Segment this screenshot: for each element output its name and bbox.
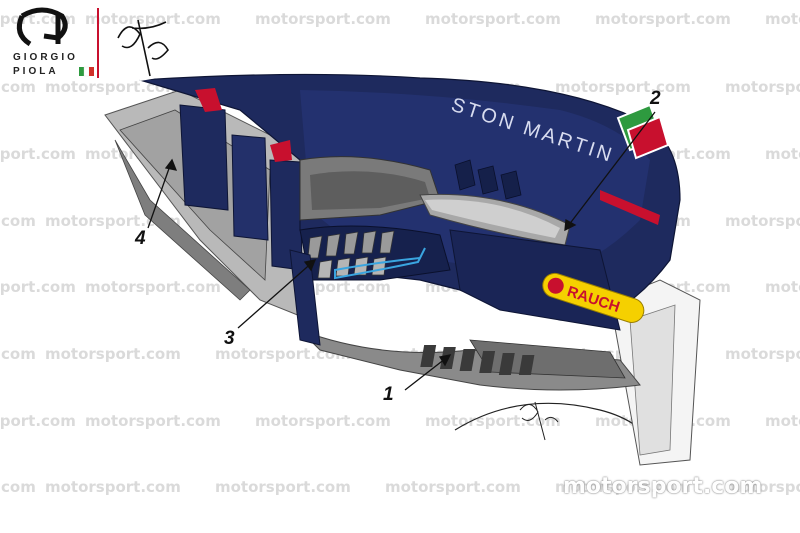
signature-logo	[117, 19, 169, 77]
signature-small	[519, 401, 559, 441]
sponsor-badge: RAUCH	[542, 272, 645, 323]
watermark-text: motorsport.com	[215, 345, 351, 363]
watermark-text: motorsport.com	[725, 345, 800, 363]
watermark-text: motorsport.com	[85, 278, 221, 296]
watermark-text: motorsport.com	[385, 478, 521, 496]
logo-line1: GIORGIO	[13, 52, 78, 63]
watermark-text: motorsport.com	[555, 478, 691, 496]
watermark-text: motorsport.com	[45, 478, 181, 496]
callout-1: 1	[383, 384, 394, 405]
callout-3: 3	[224, 328, 235, 349]
watermark-text: motorsport.com	[255, 412, 391, 430]
watermark-text: motorsport.com	[0, 412, 76, 430]
watermark-text: motorsport.com	[765, 278, 800, 296]
watermark-text: motorsport.com	[765, 10, 800, 28]
watermark-text: motorsport.com	[45, 345, 181, 363]
brand-watermark: motorsport.com	[563, 474, 763, 499]
watermark-text: motorsport.com	[725, 78, 800, 96]
watermark-text: motorsport.com	[425, 412, 561, 430]
watermark-text: motorsport.com	[255, 10, 391, 28]
floor-strakes	[420, 345, 535, 375]
watermark-text: motorsport.com	[85, 412, 221, 430]
callout-leaders	[147, 111, 656, 391]
watermark-text: motorsport.com	[85, 10, 221, 28]
bargeboard-panel	[179, 104, 229, 211]
watermark-text: motorsport.com	[215, 478, 351, 496]
watermark-text: motorsport.com	[765, 145, 800, 163]
italian-flag	[79, 66, 94, 77]
watermark-text: motorsport.com	[0, 212, 36, 230]
watermark-text: motorsport.com	[0, 145, 76, 163]
pod-top-fins	[454, 159, 522, 200]
gp-logo-mark	[16, 7, 68, 47]
watermark-text: motorsport.com	[0, 345, 36, 363]
watermark-text: motorsport.com	[0, 78, 36, 96]
livery-red-accent	[195, 88, 222, 112]
rear-tyre-outline	[454, 402, 661, 451]
watermark-text: motorsport.com	[725, 212, 800, 230]
blue-highlight-element	[334, 247, 426, 280]
watermark-text: motorsport.com	[725, 478, 800, 496]
watermark-text: motorsport.com	[765, 412, 800, 430]
callout-4: 4	[135, 228, 146, 249]
watermark-text: motorsport.com	[425, 10, 561, 28]
logo-line2: PIOLA	[13, 66, 59, 77]
watermark-text: motorsport.com	[595, 10, 731, 28]
watermark-text: motorsport.com	[0, 478, 36, 496]
callout-2: 2	[650, 88, 661, 109]
watermark-text: motorsport.com	[555, 78, 691, 96]
watermark-text: motorsport.com	[0, 278, 76, 296]
